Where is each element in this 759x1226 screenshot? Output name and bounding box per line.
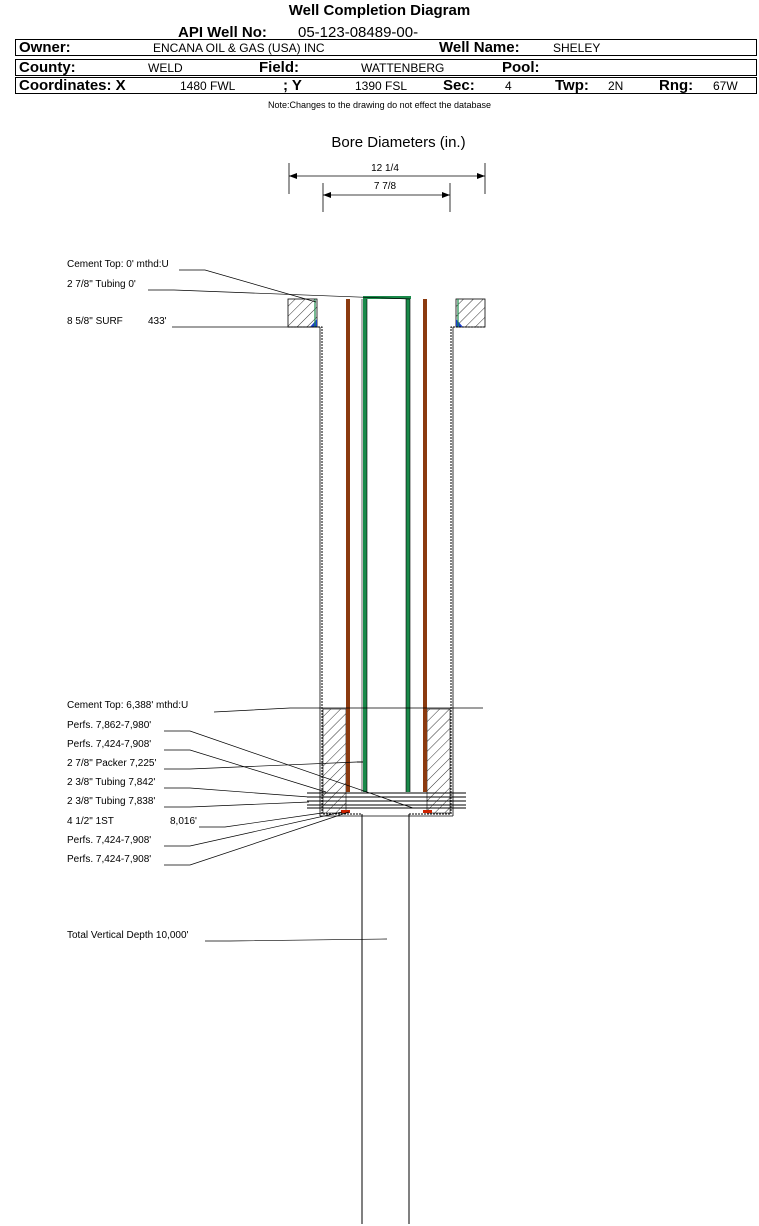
field-label: Field: [259, 59, 299, 76]
label-surf-depth: 433' [148, 316, 167, 327]
annotation-perfs-1: Perfs. 7,862-7,980' [67, 720, 414, 809]
api-value: 05-123-08489-00- [298, 24, 419, 41]
label-perfs-2: Perfs. 7,424-7,908' [67, 739, 151, 750]
field-value: WATTENBERG [361, 61, 445, 75]
annotation-perfs-4: Perfs. 7,424-7,908' [67, 811, 350, 866]
tubing-top [363, 296, 411, 299]
coord-y-label: ; Y [283, 77, 302, 94]
annotation-cement-top-6388: Cement Top: 6,388' mthd:U [67, 700, 483, 713]
sec-label: Sec: [443, 77, 475, 94]
api-label: API Well No: [178, 24, 267, 41]
well-name-value: SHELEY [553, 41, 601, 55]
header-row-coordinates: Coordinates: X 1480 FWL ; Y 1390 FSL Sec… [15, 77, 757, 94]
pool-label: Pool: [502, 59, 540, 76]
label-perfs-3: Perfs. 7,424-7,908' [67, 835, 151, 846]
database-note: Note:Changes to the drawing do not effec… [268, 100, 491, 110]
label-tubing-7838: 2 3/8" Tubing 7,838' [67, 796, 155, 807]
label-cement-top-6388: Cement Top: 6,388' mthd:U [67, 700, 188, 711]
label-perfs-4: Perfs. 7,424-7,908' [67, 854, 151, 865]
twp-value: 2N [608, 79, 624, 93]
label-cement-top-0: Cement Top: 0' mthd:U [67, 259, 169, 270]
header-row-county: County: WELD Field: WATTENBERG Pool: [15, 59, 757, 76]
annotation-tubing-7842: 2 3/8" Tubing 7,842' [67, 777, 310, 798]
annotation-perfs-3: Perfs. 7,424-7,908' [67, 811, 343, 847]
annotation-tubing-0: 2 7/8" Tubing 0' [67, 279, 411, 300]
label-perfs-1: Perfs. 7,862-7,980' [67, 720, 151, 731]
bore-dimension-7-7-8: 7 7/8 [322, 181, 451, 212]
annotation-perfs-2: Perfs. 7,424-7,908' [67, 739, 327, 793]
label-total-depth: Total Vertical Depth 10,000' [67, 930, 189, 941]
bore-diameter-2: 7 7/8 [374, 181, 397, 192]
rng-label: Rng: [659, 77, 694, 94]
owner-value: ENCANA OIL & GAS (USA) INC [153, 41, 325, 55]
perforation-right [423, 810, 432, 813]
annotation-packer: 2 7/8" Packer 7,225' [67, 758, 358, 770]
bore-diameters-title: Bore Diameters (in.) [331, 134, 466, 151]
label-first-string: 4 1/2" 1ST [67, 816, 114, 827]
well-name-label: Well Name: [439, 39, 520, 56]
twp-label: Twp: [555, 77, 589, 94]
label-tubing-7842: 2 3/8" Tubing 7,842' [67, 777, 155, 788]
annotation-total-depth: Total Vertical Depth 10,000' [67, 930, 388, 942]
casing-right [423, 299, 427, 792]
annotation-first-string: 4 1/2" 1ST 8,016' [67, 812, 323, 828]
label-packer: 2 7/8" Packer 7,225' [67, 758, 156, 769]
casing-left [346, 299, 350, 792]
bore-dimension-12-1-4: 12 1/4 [288, 163, 486, 194]
label-surf-casing: 8 5/8" SURF [67, 316, 123, 327]
coord-x-value: 1480 FWL [180, 79, 236, 93]
bore-diameter-1: 12 1/4 [371, 163, 399, 174]
label-tubing-0: 2 7/8" Tubing 0' [67, 279, 136, 290]
perforation-left [341, 810, 350, 813]
label-first-string-depth: 8,016' [170, 816, 197, 827]
diagram-title: Well Completion Diagram [288, 2, 471, 19]
coord-x-label: Coordinates: X [19, 77, 126, 94]
tubing-left [363, 296, 367, 792]
sec-value: 4 [505, 79, 512, 93]
county-label: County: [19, 59, 76, 76]
annotation-tubing-7838: 2 3/8" Tubing 7,838' [67, 796, 310, 808]
tubing-stack-lines [307, 792, 466, 809]
header-row-owner: Owner: ENCANA OIL & GAS (USA) INC Well N… [15, 39, 757, 56]
tubing-right [406, 296, 410, 792]
surface-cement-right [455, 298, 486, 328]
county-value: WELD [148, 61, 183, 75]
owner-label: Owner: [19, 39, 71, 56]
annotation-cement-top-0: Cement Top: 0' mthd:U [67, 259, 317, 303]
coord-y-value: 1390 FSL [355, 79, 408, 93]
hole-outline-right [409, 326, 485, 815]
annotation-surf-casing: 8 5/8" SURF 433' [67, 316, 320, 328]
surface-cement-left [287, 298, 318, 328]
rng-value: 67W [713, 79, 738, 93]
